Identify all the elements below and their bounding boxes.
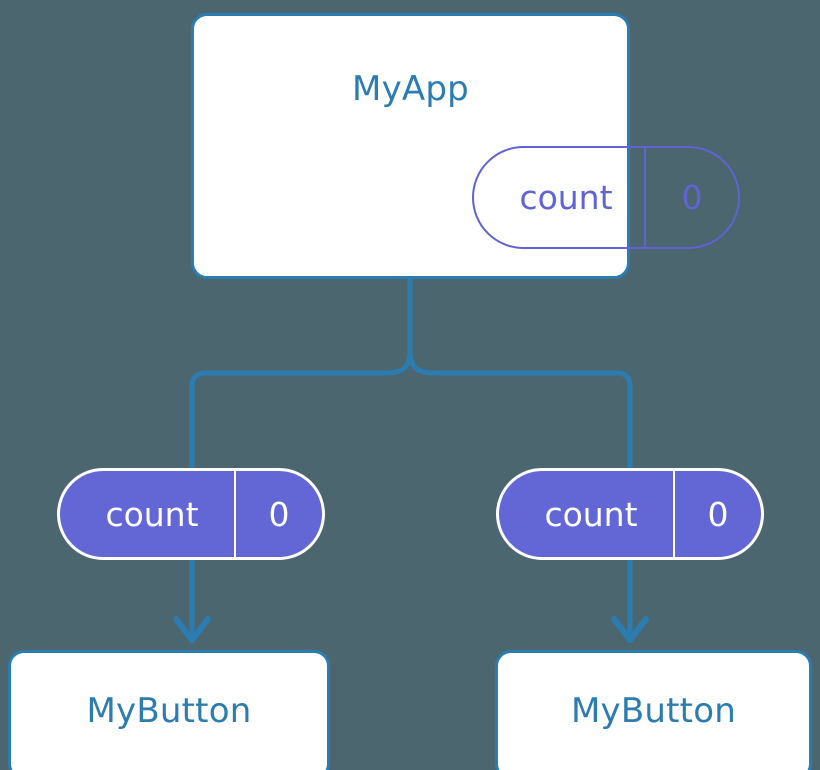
component-node-mybutton-left[interactable]: MyButton bbox=[8, 650, 330, 770]
state-key-label: count bbox=[474, 148, 646, 247]
component-label-mybutton-left: MyButton bbox=[86, 691, 252, 731]
prop-value-label: 0 bbox=[268, 494, 290, 534]
fork-line-left bbox=[189, 350, 413, 470]
prop-key-label: count bbox=[499, 471, 675, 557]
prop-pill-left[interactable]: count 0 bbox=[57, 468, 325, 560]
prop-pill-right[interactable]: count 0 bbox=[496, 468, 764, 560]
prop-value-label: 0 bbox=[707, 494, 729, 534]
state-pill-myapp[interactable]: count 0 bbox=[472, 146, 740, 249]
arrow-head-left-icon bbox=[173, 616, 211, 643]
arrow-head-right-icon bbox=[611, 616, 649, 643]
fork-line-right bbox=[407, 350, 633, 470]
component-node-myapp[interactable]: MyApp count 0 bbox=[191, 13, 740, 279]
component-node-mybutton-right[interactable]: MyButton bbox=[495, 650, 812, 770]
prop-key-label: count bbox=[60, 471, 236, 557]
component-label-mybutton-right: MyButton bbox=[571, 691, 736, 731]
state-value-label: 0 bbox=[681, 178, 703, 217]
component-label-myapp: MyApp bbox=[352, 69, 469, 109]
